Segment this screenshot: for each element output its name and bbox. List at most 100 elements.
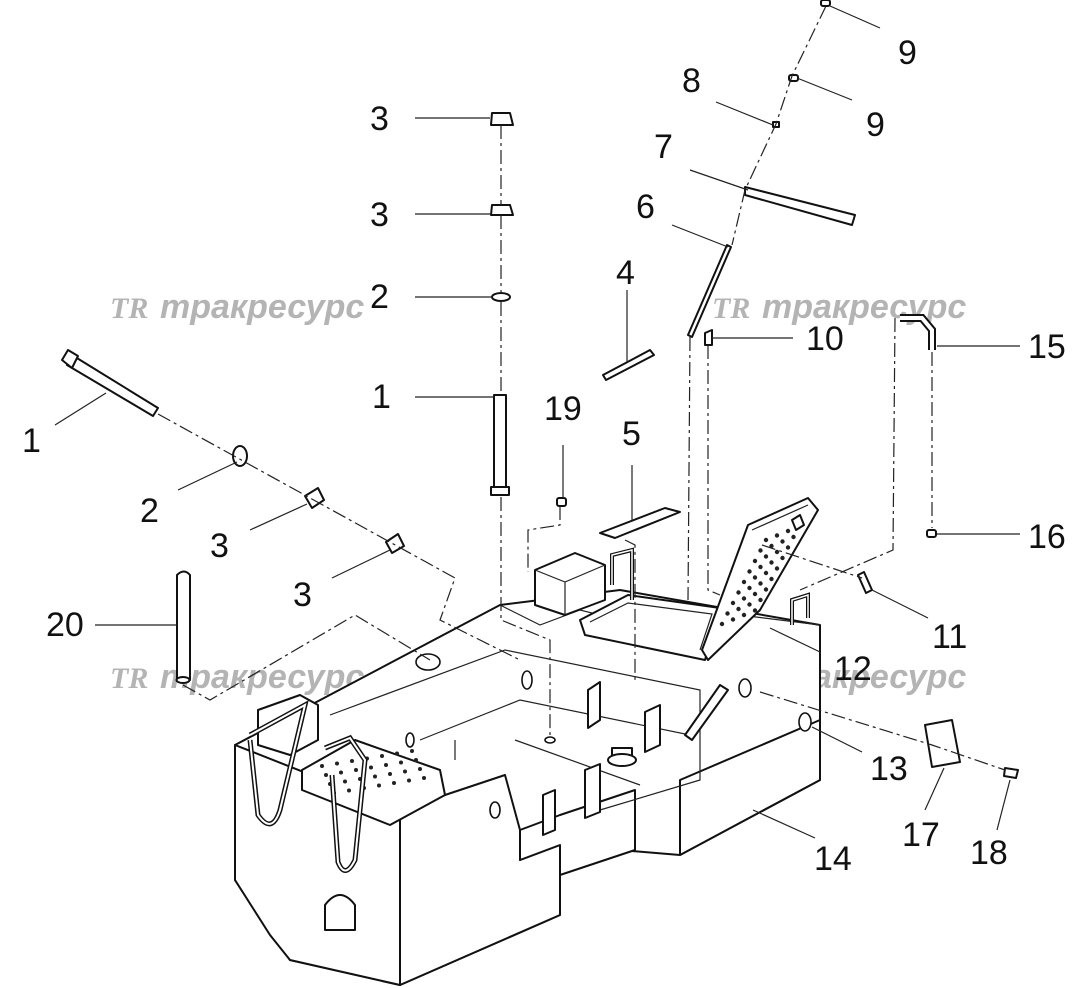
callout-1: 1 [372, 378, 391, 416]
callout-4: 4 [616, 254, 635, 292]
plate-hole [373, 774, 377, 779]
left-handles [247, 694, 368, 873]
plate-hole [377, 783, 381, 788]
plate-hole [758, 548, 763, 553]
callout-3: 3 [370, 196, 389, 234]
plate-hole [763, 554, 769, 559]
plate-hole [320, 764, 324, 768]
plate-hole [736, 606, 741, 612]
part-19-nut [556, 497, 567, 507]
part-12-perforated-cover [701, 497, 819, 661]
plate-hole [774, 566, 780, 571]
watermark-text: тракресурс [762, 288, 966, 326]
plate-hole [747, 585, 752, 591]
part-1-vertical-bolt [490, 394, 510, 496]
part-7-angle [744, 186, 856, 226]
part-3-nut [490, 112, 514, 126]
callout-15: 15 [1028, 328, 1066, 366]
plate-hole [780, 555, 785, 561]
part-10-pin [704, 329, 713, 346]
plate-hole [350, 759, 354, 763]
plate-hole [384, 763, 388, 767]
plate-hole [380, 754, 384, 758]
callout-7: 7 [654, 128, 673, 166]
callout-1: 1 [22, 422, 41, 460]
watermark-top-left: TR тракресурс [110, 288, 364, 326]
plate-hole [752, 608, 758, 613]
plate-hole [741, 596, 747, 601]
plate-hole [399, 760, 403, 765]
plate-hole [752, 591, 758, 597]
part-3-nut [385, 533, 405, 554]
plate-hole [719, 621, 725, 627]
battery-box [534, 552, 606, 616]
watermark-logo: TR [712, 292, 750, 325]
watermark-text: тракресурс [160, 658, 364, 696]
callout-17: 17 [902, 816, 940, 854]
plate-hole [335, 761, 339, 766]
callout-12: 12 [834, 650, 872, 688]
watermark-top-right: TR тракресурс [712, 288, 966, 326]
plate-hole [769, 543, 774, 549]
plate-hole [324, 773, 328, 777]
callout-8: 8 [682, 62, 701, 100]
part-2-washer [491, 292, 511, 302]
plate-hole [785, 528, 791, 534]
part-11-clip [857, 571, 873, 594]
plate-hole [730, 600, 736, 606]
part-17-pad [924, 719, 961, 768]
plate-hole [774, 533, 780, 538]
plate-hole [791, 534, 796, 540]
plate-hole [741, 579, 747, 585]
part-20-pin [175, 570, 191, 684]
watermark-logo: TR [110, 662, 148, 695]
plate-hole [774, 549, 780, 555]
part-1-long-bolt [61, 349, 159, 417]
assembly-centerlines [157, 5, 1006, 771]
callout-9: 9 [898, 34, 917, 72]
plate-hole [403, 769, 407, 774]
plate-hole [769, 560, 774, 565]
leader-lines [54, 5, 1020, 839]
part-3-nut [490, 204, 514, 216]
callout-20: 20 [46, 606, 84, 644]
plate-hole [730, 617, 736, 622]
plate-hole [339, 770, 343, 775]
plate-hole [785, 545, 791, 550]
plate-hole [422, 776, 426, 780]
plate-hole [388, 772, 392, 776]
plate-hole [407, 778, 411, 783]
plate-hole [747, 602, 752, 607]
plate-hole [758, 581, 763, 586]
part-6-rod [687, 244, 732, 338]
plate-hole [763, 587, 769, 592]
plate-hole [369, 765, 373, 770]
callout-2: 2 [140, 492, 159, 530]
plate-hole [769, 576, 774, 582]
plate-hole [747, 569, 752, 574]
callout-11: 11 [932, 618, 967, 656]
callout-5: 5 [622, 415, 641, 453]
watermark-text: тракресурс [160, 288, 364, 326]
plate-hole [763, 537, 769, 543]
callout-3: 3 [210, 527, 229, 565]
left-step-plate [301, 739, 446, 826]
plate-hole [741, 612, 747, 618]
part-5-strip [599, 507, 681, 539]
callout-14: 14 [814, 840, 852, 878]
callout-2: 2 [370, 278, 389, 316]
part-16-nut [926, 529, 937, 538]
part-4-bar [602, 349, 655, 381]
callout-3: 3 [293, 576, 312, 614]
plate-hole [758, 597, 763, 603]
watermark-bottom-left: TR тракресурс [110, 658, 364, 696]
plate-hole [758, 564, 763, 570]
right-u-bracket [790, 592, 810, 625]
callout-9: 9 [866, 106, 885, 144]
plate-hole [343, 779, 347, 784]
plate-hole [780, 539, 785, 544]
watermark-logo: TR [110, 292, 148, 325]
plate-hole [725, 611, 730, 616]
u-bracket [610, 547, 634, 600]
